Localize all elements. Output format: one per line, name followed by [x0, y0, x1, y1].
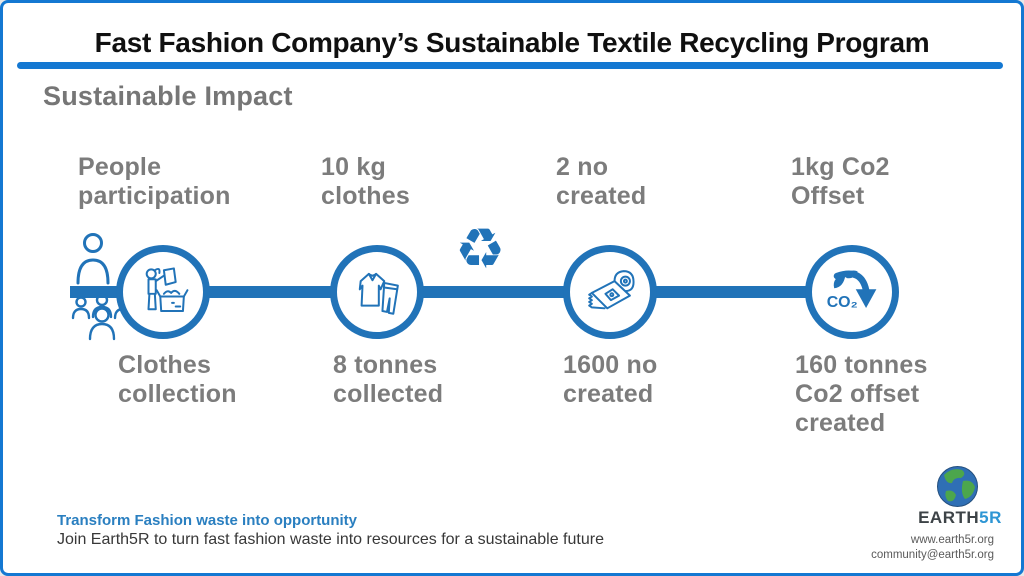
globe-icon	[936, 465, 979, 513]
step2-circle	[330, 245, 424, 339]
step4-bottom-label: 160 tonnes Co2 offset created	[795, 351, 928, 437]
earth5r-logo: EARTH5R	[900, 508, 1020, 528]
step1-top-label: People participation	[78, 153, 231, 210]
page-title: Fast Fashion Company’s Sustainable Texti…	[94, 27, 930, 58]
co2-offset-icon: CO₂	[827, 270, 877, 311]
footer-tagline: Transform Fashion waste into opportunity	[57, 512, 358, 529]
recycle-icon: ♻	[455, 217, 506, 282]
co2-text: CO₂	[827, 294, 858, 311]
title-underline	[17, 62, 1003, 69]
logo-name-accent: 5R	[979, 508, 1002, 527]
person-icon	[73, 231, 113, 292]
step3-top-label: 2 no created	[556, 153, 647, 210]
section-title: Sustainable Impact	[43, 81, 293, 111]
logo-name-primary: EARTH	[918, 508, 980, 527]
footer-subtitle: Join Earth5R to turn fast fashion waste …	[57, 531, 604, 548]
step3-circle	[563, 245, 657, 339]
step4-circle: CO₂	[805, 245, 899, 339]
community-email: community@earth5r.org	[871, 549, 994, 561]
step3-bottom-label: 1600 no created	[563, 351, 658, 408]
clothes-icon	[358, 272, 399, 315]
step4-top-label: 1kg Co2 Offset	[791, 153, 890, 210]
step1-bottom-label: Clothes collection	[118, 351, 237, 408]
step1-circle	[116, 245, 210, 339]
carpet-roll-icon	[588, 270, 635, 310]
step2-bottom-label: 8 tonnes collected	[333, 351, 444, 408]
clothes-donation-icon	[145, 267, 189, 313]
website-url: www.earth5r.org	[910, 534, 994, 546]
step2-top-label: 10 kg clothes	[321, 153, 410, 210]
